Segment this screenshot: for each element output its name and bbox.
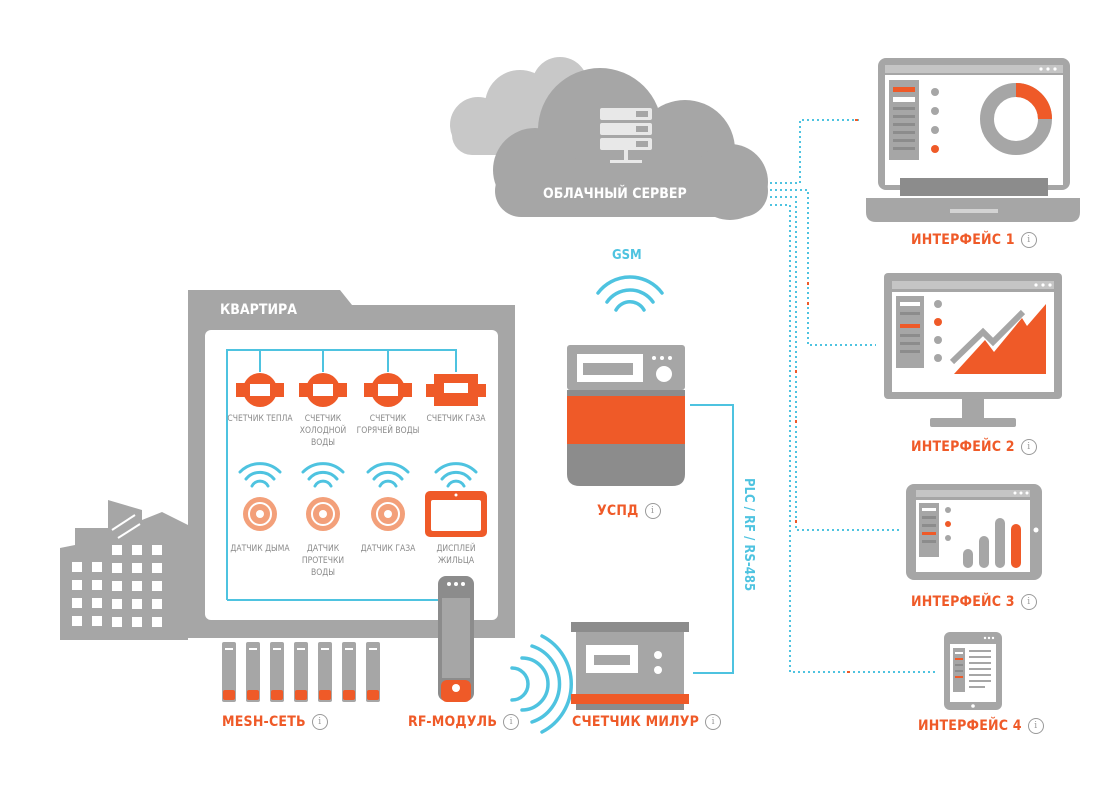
meter-gas — [426, 374, 486, 406]
buildings-icon — [60, 500, 188, 640]
interface-2-monitor — [884, 273, 1062, 427]
interface-2-label: ИНТЕРФЕЙС 2 i — [911, 439, 1037, 455]
apartment-label: КВАРТИРА — [220, 302, 297, 318]
interface-4-phone — [944, 632, 1002, 710]
meter-gas-label: СЧЕТЧИК ГАЗА — [426, 414, 486, 424]
interface-3-tablet — [906, 484, 1042, 580]
rf-module-info-icon[interactable]: i — [503, 714, 520, 730]
gsm-label: GSM — [612, 248, 642, 263]
sensor-gas-label: ДАТЧИК ГАЗА — [360, 544, 416, 554]
sensor-leak-label: ДАТЧИК ПРОТЕЧКИ ВОДЫ — [301, 544, 345, 578]
interface-1-info-icon[interactable]: i — [1020, 232, 1037, 248]
milur-meter — [571, 622, 689, 710]
uspd-info-icon[interactable]: i — [644, 503, 661, 519]
meter-hot-water-label: СЧЕТЧИК ГОРЯЧЕЙ ВОДЫ — [356, 414, 420, 436]
milur-label-text: СЧЕТЧИК МИЛУР — [572, 714, 700, 730]
interface-3-label-text: ИНТЕРФЕЙС 3 — [911, 594, 1015, 610]
connection-markers — [795, 119, 858, 673]
interface-1-label: ИНТЕРФЕЙС 1 i — [911, 232, 1037, 248]
interface-3-label: ИНТЕРФЕЙС 3 i — [911, 594, 1037, 610]
sensor-wifi-icons — [238, 462, 478, 488]
cloud-connections — [770, 119, 935, 673]
interface-1-laptop — [866, 58, 1080, 222]
rf-module-label-text: RF-МОДУЛЬ — [408, 714, 498, 730]
interface-4-info-icon[interactable]: i — [1027, 718, 1044, 734]
mesh-label: MESH-СЕТЬ i — [222, 714, 328, 730]
interface-3-info-icon[interactable]: i — [1020, 594, 1037, 610]
sensor-gas — [371, 497, 405, 531]
milur-label: СЧЕТЧИК МИЛУР i — [572, 714, 722, 730]
meter-cold-water — [299, 373, 347, 407]
mesh-label-text: MESH-СЕТЬ — [222, 714, 306, 730]
meter-heat — [236, 373, 284, 407]
meter-heat-label: СЧЕТЧИК ТЕПЛА — [227, 414, 293, 424]
resident-display-label: ДИСПЛЕЙ ЖИЛЬЦА — [436, 544, 476, 566]
rf-module-label: RF-МОДУЛЬ i — [408, 714, 520, 730]
plc-link-label: PLC / RF / RS-485 — [741, 478, 756, 592]
sensor-smoke-label: ДАТЧИК ДЫМА — [230, 544, 290, 554]
resident-display-icon — [425, 491, 487, 537]
cloud-server-label: ОБЛАЧНЫЙ СЕРВЕР — [543, 186, 687, 202]
interface-4-label-text: ИНТЕРФЕЙС 4 — [918, 718, 1022, 734]
uspd-label: УСПД i — [597, 503, 661, 519]
interface-4-label: ИНТЕРФЕЙС 4 i — [918, 718, 1044, 734]
meter-hot-water — [364, 373, 412, 407]
interface-2-label-text: ИНТЕРФЕЙС 2 — [911, 439, 1015, 455]
plc-link-line — [690, 404, 734, 674]
sensor-smoke — [243, 497, 277, 531]
sensor-leak — [306, 497, 340, 531]
mesh-info-icon[interactable]: i — [311, 714, 328, 730]
cloud-server — [450, 57, 768, 220]
gsm-wifi-icon — [596, 275, 664, 312]
meter-cold-water-label: СЧЕТЧИК ХОЛОДНОЙ ВОДЫ — [299, 414, 347, 448]
rf-module — [438, 576, 474, 702]
mesh-network-icon — [222, 642, 380, 702]
uspd-label-text: УСПД — [597, 503, 639, 519]
interface-2-info-icon[interactable]: i — [1020, 439, 1037, 455]
milur-info-icon[interactable]: i — [705, 714, 722, 730]
interface-1-label-text: ИНТЕРФЕЙС 1 — [911, 232, 1015, 248]
apartment-bus — [226, 349, 457, 601]
rf-waves-icon — [510, 634, 574, 734]
uspd-device — [567, 345, 685, 486]
